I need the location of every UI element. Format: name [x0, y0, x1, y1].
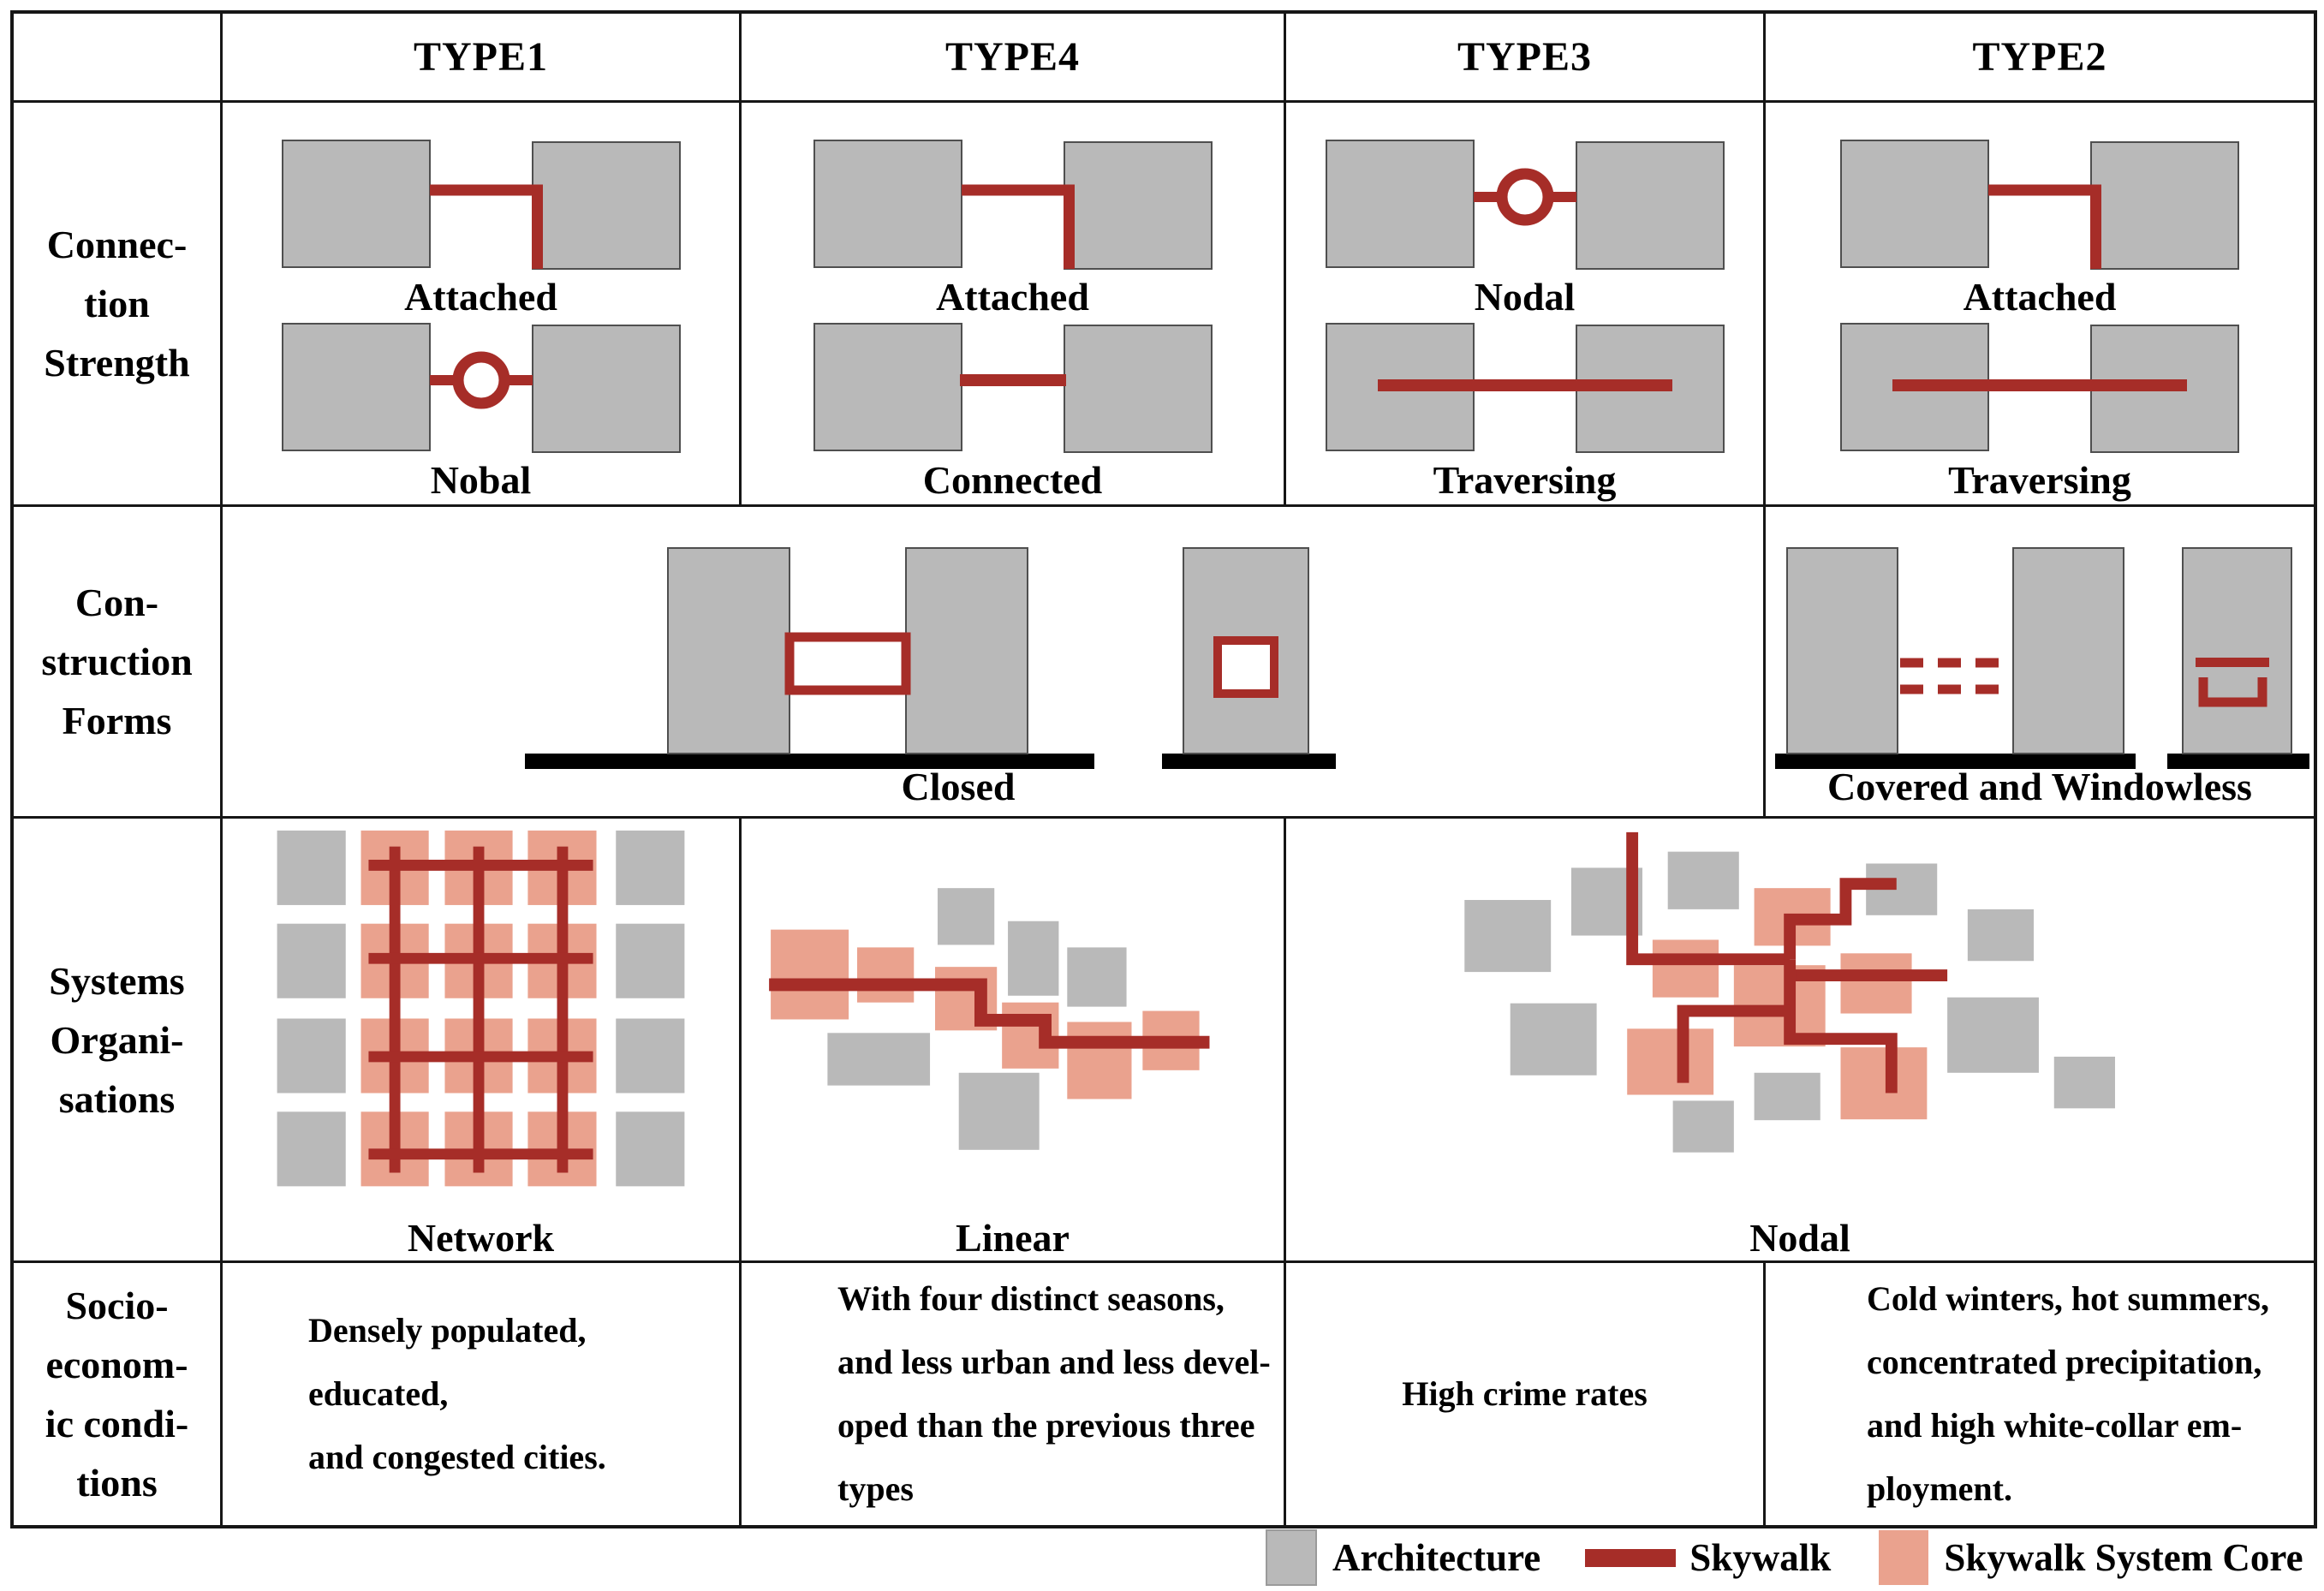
figure-caption: Linear [956, 1216, 1070, 1260]
typology-table: TYPE1 TYPE4 TYPE3 TYPE2 Connec- tion Str… [10, 10, 2317, 1528]
connected-diagram [813, 323, 1213, 453]
row-label-socio-economic: Socio- econom- ic condi- tions [14, 1263, 223, 1525]
construction-cell-closed: Closed [223, 507, 1766, 819]
column-header-type3: TYPE3 [1286, 14, 1766, 103]
figure-caption: Network [407, 1216, 555, 1260]
architecture-swatch-icon [1266, 1529, 1317, 1586]
core-squares [770, 929, 1200, 1099]
architecture-block [813, 323, 962, 451]
figure-caption: Attached [936, 274, 1089, 319]
socio-cell-type3: High crime rates [1286, 1263, 1766, 1525]
skywalk-line [1988, 184, 2101, 269]
architecture-block [1840, 140, 1989, 268]
skywalk-line [429, 184, 543, 269]
closed-construction-diagram [525, 547, 1336, 769]
figure-caption: Closed [901, 765, 1016, 808]
core-swatch-icon [1879, 1530, 1929, 1585]
socio-cell-type2: Cold winters, hot summers, concentrated … [1766, 1263, 2314, 1525]
nodal-ring-diagram [281, 323, 681, 453]
skywalk-line [961, 184, 1075, 269]
skywalk-linear-line [768, 978, 1209, 1049]
attached-diagram [813, 140, 1213, 270]
architecture-block [1063, 141, 1213, 270]
figure-caption: Nodal [1749, 1216, 1850, 1260]
legend-label-core: Skywalk System Core [1944, 1536, 2303, 1579]
figure-caption: Attached [404, 274, 557, 319]
nodal-system-diagram [1464, 831, 2115, 1153]
building-block [905, 547, 1028, 754]
nodal-ring-diagram [1325, 140, 1725, 270]
row-label-systems-organisations: Systems Organi- sations [14, 819, 223, 1263]
architecture-block [281, 323, 431, 451]
traversing-diagram [1325, 323, 1725, 453]
systems-cell-type3-type2: Nodal [1286, 819, 2314, 1263]
building-block [1786, 547, 1898, 754]
windowless-skywalk-bar [2196, 658, 2269, 667]
systems-cell-type4: Linear [742, 819, 1286, 1263]
linear-system-diagram [768, 888, 1209, 1150]
ground-line [1775, 754, 2136, 769]
ground-line [1162, 754, 1336, 769]
architecture-block [813, 140, 962, 268]
network-system-diagram [277, 830, 684, 1187]
column-header-type2: TYPE2 [1766, 14, 2314, 103]
socio-cell-type1: Densely populated, educated, and congest… [223, 1263, 742, 1525]
enclosed-skywalk-outline [1213, 636, 1278, 698]
attached-diagram [1840, 140, 2239, 270]
architecture-block [1325, 140, 1475, 268]
ground-line [2167, 754, 2309, 769]
attached-diagram [281, 140, 681, 270]
skywalk-branching-lines [1626, 831, 1948, 1093]
architecture-block [531, 141, 681, 270]
covered-windowless-diagram [1775, 547, 2309, 769]
connection-cell-type3: Nodal Traversing [1286, 103, 1766, 507]
column-header-type1: TYPE1 [223, 14, 742, 103]
figure-caption: Nobal [430, 457, 532, 502]
figure-caption: Connected [922, 457, 1103, 502]
connection-cell-type4: Attached Connected [742, 103, 1286, 507]
row-label-construction-forms: Con- struction Forms [14, 507, 223, 819]
row-label-connection-strength: Connec- tion Strength [14, 103, 223, 507]
building-block [667, 547, 790, 754]
legend-label-architecture: Architecture [1332, 1536, 1541, 1579]
traversing-diagram [1840, 323, 2239, 453]
enclosed-skywalk-outline [784, 632, 911, 695]
column-header-type4: TYPE4 [742, 14, 1286, 103]
architecture-block [1575, 141, 1725, 270]
building-block [2012, 547, 2124, 754]
figure-caption: Attached [1963, 274, 2117, 319]
architecture-squares [826, 888, 1127, 1150]
connection-cell-type2: Attached Traversing [1766, 103, 2314, 507]
systems-cell-type1: Network [223, 819, 742, 1263]
legend: Architecture Skywalk Skywalk System Core [1266, 1529, 2303, 1586]
figure-caption: Covered and Windowless [1827, 765, 2252, 808]
architecture-squares [277, 830, 684, 1187]
header-empty-cell [14, 14, 223, 103]
building-block [2182, 547, 2292, 754]
legend-label-skywalk: Skywalk [1689, 1536, 1832, 1579]
connection-cell-type1: Attached Nobal [223, 103, 742, 507]
architecture-block [281, 140, 431, 268]
architecture-block [531, 325, 681, 453]
node-ring [452, 351, 509, 409]
windowless-skywalk-bracket [2198, 677, 2267, 707]
construction-cell-covered: Covered and Windowless [1766, 507, 2314, 819]
socio-cell-type4: With four distinct seasons, and less urb… [742, 1263, 1286, 1525]
architecture-block [2090, 141, 2239, 270]
figure-caption: Traversing [1433, 457, 1617, 502]
architecture-block [1063, 325, 1213, 453]
skywalk-network-lines [367, 846, 593, 1173]
figure-caption: Traversing [1948, 457, 2131, 502]
figure-caption: Nodal [1474, 274, 1576, 319]
skywalk-swatch-icon [1585, 1548, 1677, 1567]
node-ring [1496, 168, 1553, 226]
ground-line [525, 754, 1094, 769]
